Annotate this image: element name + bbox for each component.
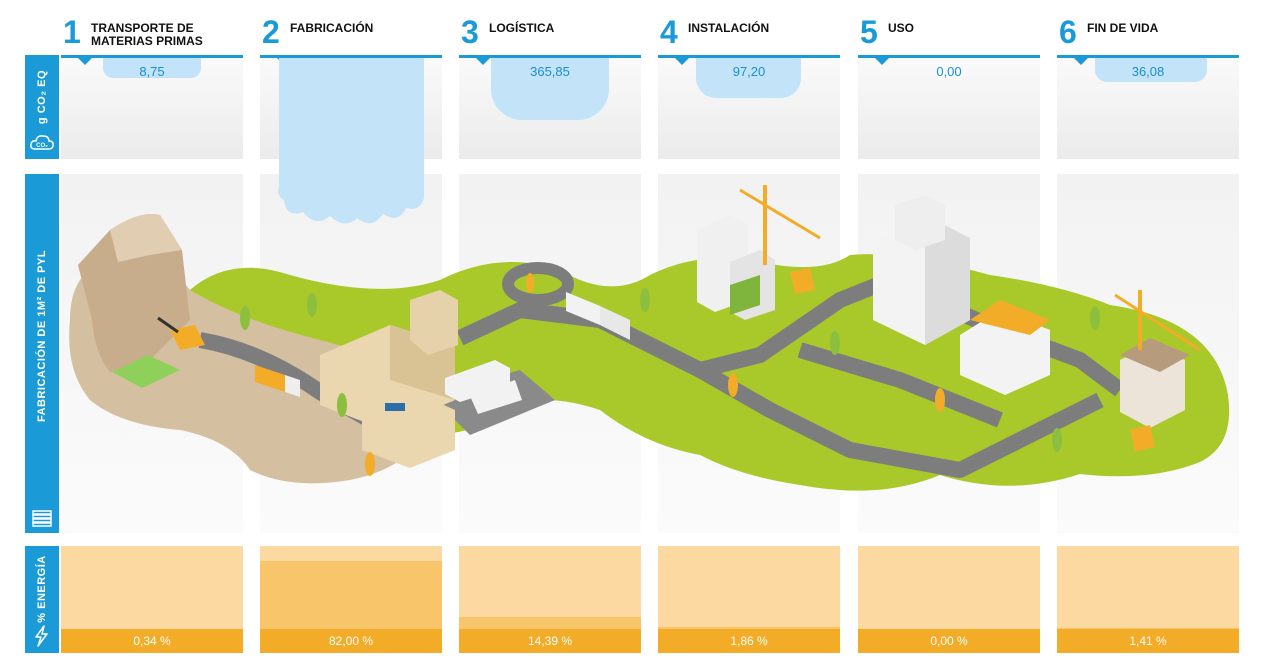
stage-name: INSTALACIÓN bbox=[688, 21, 770, 35]
stage-header-4: 4 INSTALACIÓN bbox=[660, 14, 844, 50]
energy-cell-5: 0,00 % bbox=[858, 546, 1040, 653]
pointer-triangle bbox=[475, 58, 491, 65]
energy-value: 82,00 % bbox=[260, 629, 442, 653]
pointer-triangle bbox=[874, 58, 890, 65]
illustration-cell-3 bbox=[459, 174, 641, 533]
illustration-cell-1 bbox=[61, 174, 243, 533]
stage-name: USO bbox=[888, 21, 915, 35]
co2-cloud-shape bbox=[103, 58, 201, 78]
stage-number: 3 bbox=[461, 14, 479, 50]
co2-cell-6: 36,08 bbox=[1057, 55, 1239, 159]
lightning-bolt-icon bbox=[35, 625, 48, 647]
stage-number: 6 bbox=[1059, 14, 1077, 50]
energy-value: 0,34 % bbox=[61, 629, 243, 653]
co2-value: 0,00 bbox=[936, 64, 962, 79]
energy-cell-6: 1,41 % bbox=[1057, 546, 1239, 653]
middle-row-label-text: FABRICACIÓN DE 1M² DE PYL bbox=[36, 249, 48, 422]
co2-value: 97,20 bbox=[732, 64, 766, 79]
energy-cell-1: 0,34 % bbox=[61, 546, 243, 653]
energy-fill bbox=[1057, 628, 1239, 629]
co2-cloud-icon: CO₂ bbox=[30, 135, 54, 150]
pointer-triangle bbox=[1073, 58, 1089, 65]
energy-value: 0,00 % bbox=[858, 629, 1040, 653]
co2-value: 2868,84 bbox=[327, 64, 375, 79]
plasterboard-stack-icon bbox=[32, 510, 52, 527]
stage-name: TRANSPORTE DE MATERIAS PRIMAS bbox=[91, 21, 203, 48]
co2-cell-1: 8,75 bbox=[61, 55, 243, 159]
co2-row-label-text: g CO₂ EQ bbox=[36, 69, 48, 124]
energy-cell-3: 14,39 % bbox=[459, 546, 641, 653]
co2-cloud-shape bbox=[1095, 58, 1207, 82]
stage-name: FABRICACIÓN bbox=[290, 21, 374, 35]
illustration-cell-6 bbox=[1057, 174, 1239, 533]
middle-row-label: FABRICACIÓN DE 1M² DE PYL bbox=[25, 174, 59, 533]
stage-name: FIN DE VIDA bbox=[1087, 21, 1159, 35]
energy-fill bbox=[658, 627, 840, 629]
co2-cloud-shape bbox=[696, 58, 801, 98]
energy-fill bbox=[459, 617, 641, 629]
energy-value: 14,39 % bbox=[459, 629, 641, 653]
co2-cell-4: 97,20 bbox=[658, 55, 840, 159]
energy-cell-4: 1,86 % bbox=[658, 546, 840, 653]
stage-header-1: 1 TRANSPORTE DE MATERIAS PRIMAS bbox=[63, 14, 247, 50]
energy-row-label: % ENERGÍA bbox=[25, 546, 59, 653]
energy-fill bbox=[260, 561, 442, 629]
co2-cell-2: 2868,84 bbox=[260, 55, 442, 159]
illustration-cell-5 bbox=[858, 174, 1040, 533]
co2-row-label: g CO₂ EQ CO₂ bbox=[25, 55, 59, 159]
co2-value: 36,08 bbox=[1131, 64, 1165, 79]
stage-number: 1 bbox=[63, 14, 81, 50]
energy-value: 1,41 % bbox=[1057, 629, 1239, 653]
energy-cell-2: 82,00 % bbox=[260, 546, 442, 653]
illustration-cell-2 bbox=[260, 174, 442, 533]
illustration-cell-4 bbox=[658, 174, 840, 533]
co2-icon-text: CO₂ bbox=[36, 143, 48, 149]
co2-value: 365,85 bbox=[530, 64, 570, 79]
pointer-triangle bbox=[77, 58, 93, 65]
pointer-triangle bbox=[674, 58, 690, 65]
stage-header-2: 2 FABRICACIÓN bbox=[262, 14, 446, 50]
co2-cloud-shape bbox=[491, 58, 609, 120]
stage-header-3: 3 LOGÍSTICA bbox=[461, 14, 645, 50]
co2-cell-3: 365,85 bbox=[459, 55, 641, 159]
energy-row-label-text: % ENERGÍA bbox=[36, 555, 48, 623]
stage-header-6: 6 FIN DE VIDA bbox=[1059, 14, 1243, 50]
co2-cell-5: 0,00 bbox=[858, 55, 1040, 159]
energy-value: 1,86 % bbox=[658, 629, 840, 653]
co2-value: 8,75 bbox=[139, 64, 165, 79]
stage-number: 4 bbox=[660, 14, 678, 50]
stage-name: LOGÍSTICA bbox=[489, 21, 555, 35]
stage-header-5: 5 USO bbox=[860, 14, 1044, 50]
stage-number: 5 bbox=[860, 14, 878, 50]
stage-number: 2 bbox=[262, 14, 280, 50]
